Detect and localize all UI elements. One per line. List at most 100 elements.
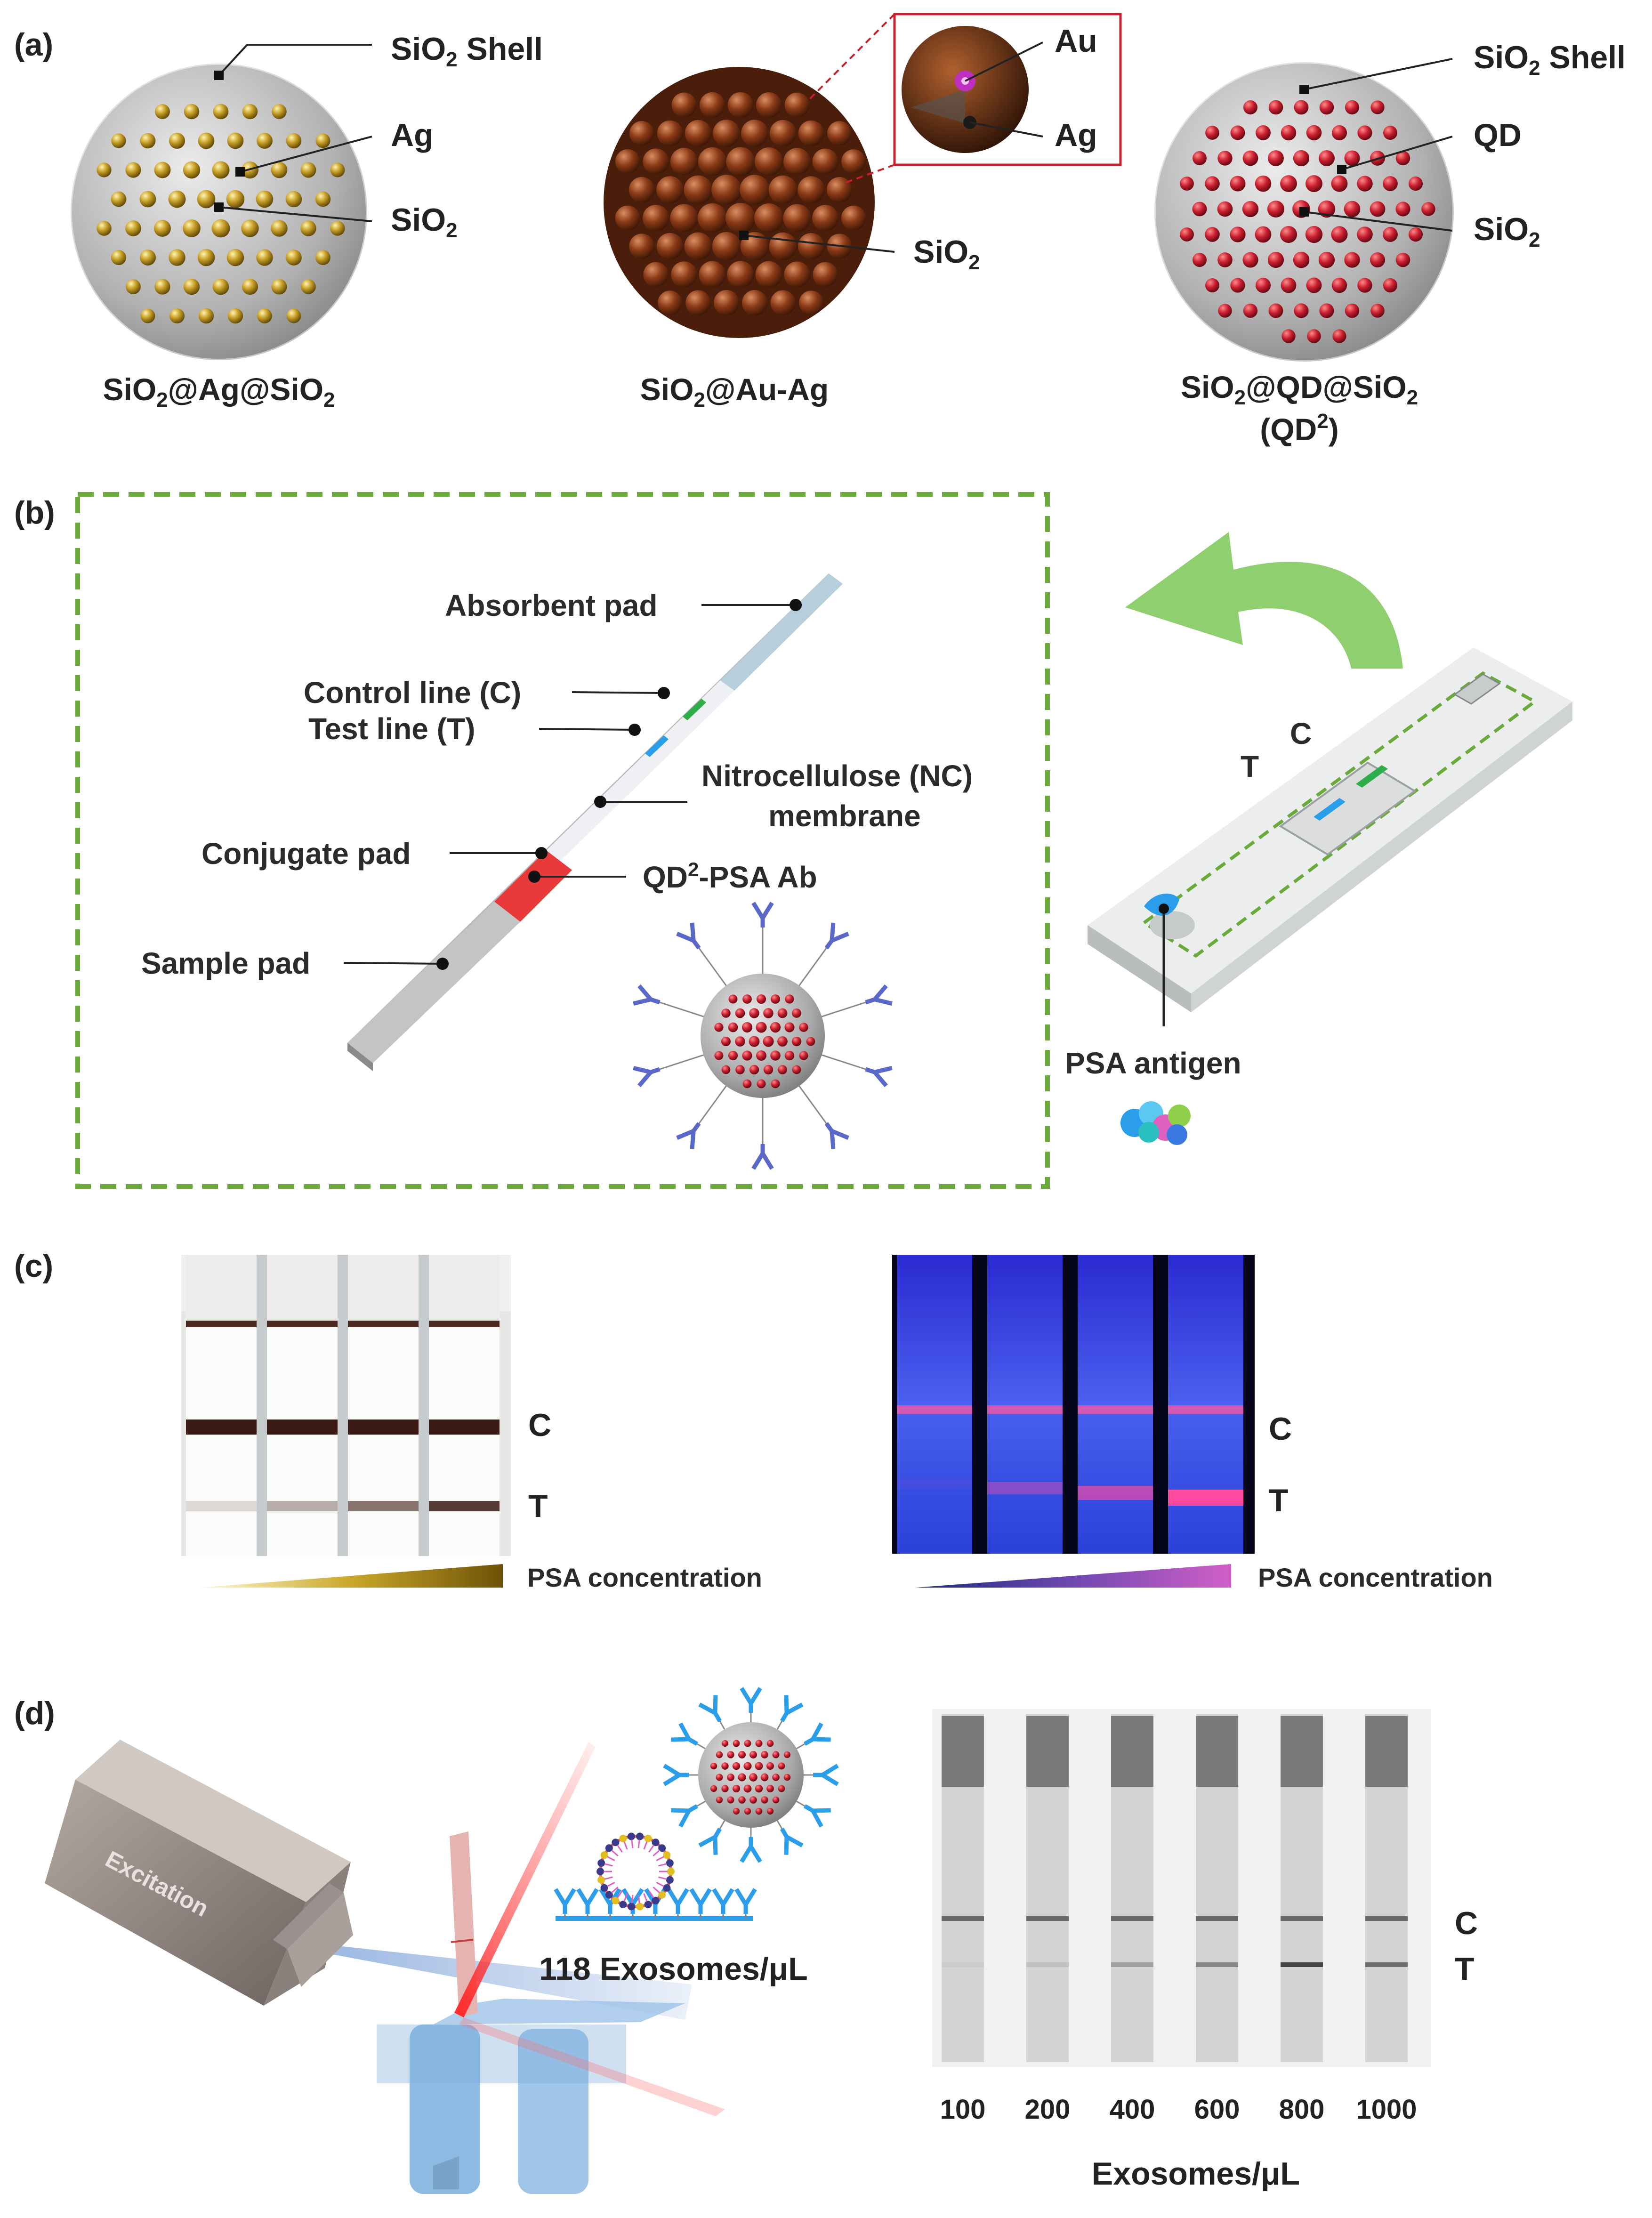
lipid-head [652, 1839, 660, 1847]
au-ag-nanoparticle [671, 92, 697, 118]
uv-control-line [1078, 1405, 1153, 1414]
label-qd-psa-ab: QD2-PSA Ab [643, 858, 817, 894]
label-au: Au [1055, 23, 1097, 59]
antibody-stem [692, 1122, 701, 1132]
lipid-head [644, 1901, 652, 1909]
conjugate-qd [777, 1008, 788, 1018]
name-sio2-ag-sio2: SiO2@Ag@SiO2 [103, 372, 335, 411]
conjugate-qd [741, 1022, 753, 1033]
au-ag-nanoparticle [783, 204, 811, 232]
conjugate-qd [763, 1008, 774, 1018]
antibody-arm [740, 1845, 753, 1863]
gold-control-line [429, 1420, 500, 1435]
exosome-test-line [1026, 1962, 1069, 1967]
lipid-head [612, 1896, 620, 1904]
au-ag-nanoparticle [643, 148, 669, 175]
conjugate-qd [728, 994, 738, 1004]
qd-nanoparticle [1331, 277, 1347, 293]
antibody-stem [713, 1712, 722, 1722]
au-ag-nanoparticle [725, 202, 756, 234]
lipid-tail [631, 1895, 634, 1903]
lfa-cassette [1088, 647, 1572, 1026]
exosome-strip-pad [1365, 1716, 1408, 1787]
concentration-tick: 100 [940, 2094, 986, 2125]
detection-qd [755, 1807, 763, 1815]
antibody-arm [713, 1837, 718, 1855]
au-ag-nanoparticle [740, 175, 770, 205]
exosome-control-line [942, 1916, 984, 1921]
antibody-arm [633, 1065, 652, 1074]
qd-nanoparticle [1370, 100, 1385, 114]
ag-nanoparticle [271, 220, 288, 237]
exosome-control-line [1111, 1916, 1153, 1921]
antibody-linker [693, 1085, 727, 1132]
lipid-head [663, 1851, 671, 1859]
antibody-linker [821, 999, 875, 1018]
ag-nanoparticle [242, 278, 258, 295]
qd-nanoparticle [1332, 329, 1346, 343]
lipid-head [644, 1834, 652, 1842]
au-ag-nanoparticle [670, 204, 698, 232]
au-ag-nanoparticle [629, 234, 654, 259]
exosome-capture-schematic [554, 1687, 839, 1921]
gold-strip-gap [419, 1255, 429, 1556]
lipid-tail [658, 1863, 667, 1867]
qd-nanoparticle [1230, 176, 1246, 192]
au-ag-nanoparticle [711, 175, 741, 205]
au-ag-nanoparticle [685, 290, 711, 315]
antibody-arm [637, 1071, 653, 1088]
lipid-tail [631, 1839, 634, 1848]
conjugate-qd [749, 1065, 759, 1075]
antibody-arm [676, 932, 694, 943]
detection-qd [772, 1774, 780, 1781]
lipid-head [600, 1851, 608, 1859]
antibody-arm [690, 922, 696, 941]
qd-nanoparticle [1255, 175, 1272, 192]
conjugate-qd [742, 994, 752, 1004]
qd-nanoparticle [1268, 100, 1283, 115]
label-test-line: Test line (T) [308, 712, 475, 746]
conjugate-qd [763, 1065, 774, 1075]
qd-nanoparticle [1205, 126, 1219, 140]
uv-test-line [1168, 1490, 1243, 1506]
gold-concentration-label: PSA concentration [527, 1563, 762, 1592]
conjugate-qd [784, 1022, 795, 1032]
label-nc-membrane-1: Nitrocellulose (NC) [701, 759, 973, 793]
gold-test-line [186, 1501, 257, 1511]
lipid-head [658, 1891, 666, 1899]
ag-nanoparticle [198, 308, 214, 324]
ag-nanoparticle [197, 190, 216, 209]
detection-qd [766, 1807, 774, 1815]
antibody-stem [804, 1804, 814, 1813]
au-ag-nanoparticle [784, 261, 810, 288]
detection-qd [733, 1740, 740, 1747]
gold-control-line [186, 1420, 257, 1435]
detection-qd [721, 1740, 729, 1747]
antibody-stem [688, 1737, 698, 1746]
ag-nanoparticle [227, 308, 243, 324]
antibody-arm [663, 1773, 681, 1786]
antibody-arm [586, 1888, 599, 1906]
lipid-head [666, 1859, 674, 1867]
ag-nanoparticle [184, 104, 200, 120]
photo-uv-strips [892, 1255, 1255, 1554]
lipid-tail [604, 1863, 613, 1867]
particle-sio2-au-ag [604, 67, 875, 338]
antibody-arm [678, 1809, 691, 1828]
au-ag-nanoparticle [684, 175, 713, 204]
qd-nanoparticle [1243, 100, 1257, 114]
detection-qd [733, 1807, 740, 1815]
antibody-arm [874, 997, 893, 1006]
lipid-tail [617, 1845, 623, 1853]
antibody-arm [761, 902, 774, 919]
qd-nanoparticle [1421, 202, 1435, 216]
qd-nanoparticle [1357, 125, 1372, 140]
ag-nanoparticle [154, 220, 171, 237]
ag-nanoparticle [257, 308, 272, 323]
exosome-axis-label: Exosomes/μL [1092, 2156, 1300, 2192]
purple-concentration-label: PSA concentration [1258, 1563, 1493, 1592]
concentration-tick: 600 [1194, 2094, 1240, 2125]
gold-test-line [267, 1501, 338, 1511]
